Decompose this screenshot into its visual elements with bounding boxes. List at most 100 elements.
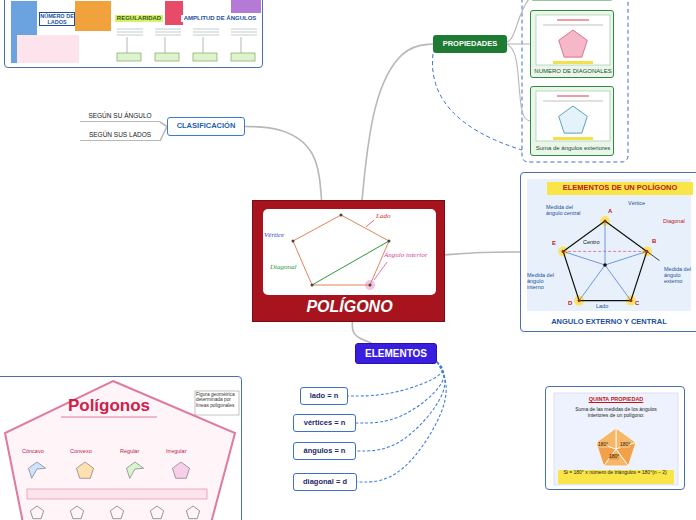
stem-line xyxy=(165,37,166,53)
node-label: CLASIFICACIÓN xyxy=(177,122,236,130)
tag-box xyxy=(193,53,217,61)
figure-label: Convexo xyxy=(70,448,92,454)
figure-label: Figura geométrica determinada por líneas… xyxy=(196,392,236,408)
image-panel xyxy=(536,15,610,65)
node-text: AMPLITUD DE ÁNGULOS xyxy=(181,15,259,22)
node-text: REGULARIDAD xyxy=(115,15,163,22)
node-text: Suma de ángulos exteriores xyxy=(531,145,615,152)
diagonal-line xyxy=(563,251,647,252)
figure-label: Centro xyxy=(583,239,600,245)
shape-sample xyxy=(150,506,163,519)
leaf-box: lado = n xyxy=(300,387,348,405)
illustration xyxy=(546,387,686,491)
subtopic-text: SEGÚN SUS LADOS xyxy=(80,129,160,141)
connector xyxy=(357,362,446,482)
leader-line xyxy=(374,262,387,280)
figure-label: Diagonal xyxy=(270,264,296,272)
stem-line xyxy=(203,37,204,53)
figure-label: A xyxy=(608,208,612,215)
extension-line xyxy=(647,251,660,260)
text-stroke xyxy=(155,35,181,36)
figure-label: Irregular xyxy=(166,448,186,454)
figure-label: Ángulo interior xyxy=(384,252,427,260)
node-label: PROPIEDADES xyxy=(443,40,498,48)
figure-label: Si = 180° x número de triángulos = 180°(… xyxy=(558,470,672,476)
shape-sample xyxy=(76,462,93,478)
text-stroke xyxy=(231,29,257,30)
vertex-dot xyxy=(562,250,565,253)
connector xyxy=(352,322,371,343)
note-box xyxy=(195,391,239,415)
vertex-dot xyxy=(369,284,372,287)
connector xyxy=(245,127,321,201)
angle-mark xyxy=(558,246,568,256)
connector xyxy=(348,362,442,396)
figure-label: 180° xyxy=(598,442,608,448)
shape-sample xyxy=(70,506,83,519)
text-stroke xyxy=(557,20,589,21)
figure-label: Cóncavo xyxy=(22,448,44,454)
image-card: NÚMERO DE LADOS REGULARIDAD AMPLITUD DE ÁN… xyxy=(4,0,263,68)
text-stroke xyxy=(543,25,603,26)
central-topic: POLÍGONO xyxy=(252,200,445,322)
text-stroke xyxy=(193,35,219,36)
figure-label: Vértice xyxy=(628,200,645,206)
node-label: SEGÚN SUS LADOS xyxy=(89,131,151,138)
connector xyxy=(507,44,530,121)
connector xyxy=(160,127,167,142)
polygon-figure xyxy=(563,221,647,301)
photo-blob xyxy=(17,35,79,63)
node-text: ELEMENTOS DE UN POLÍGONO xyxy=(547,184,693,192)
leader-line xyxy=(366,220,374,227)
radius-line xyxy=(605,265,631,301)
vertex-dot xyxy=(388,240,391,243)
text-stroke xyxy=(193,29,219,30)
figure-label: C xyxy=(635,300,639,307)
figure-label: Lado xyxy=(376,213,390,221)
vertex-dot xyxy=(603,219,606,222)
polygon-figure xyxy=(559,106,588,133)
text-stroke xyxy=(155,29,181,30)
image-panel xyxy=(263,209,436,295)
stem-line xyxy=(127,37,128,53)
title-bar xyxy=(547,182,693,195)
vertex-dot xyxy=(292,240,295,243)
radius-line xyxy=(579,265,605,301)
title-underline xyxy=(61,417,157,418)
text-stroke xyxy=(231,32,257,33)
connector xyxy=(507,43,530,44)
image-panel xyxy=(554,393,678,485)
figure-label: Medida del ángulo interno xyxy=(527,272,561,290)
node-text: NUMERO DE DIAGONALES xyxy=(531,68,615,75)
connector xyxy=(362,44,433,200)
connector xyxy=(445,252,520,255)
dashed-region xyxy=(433,54,522,150)
poster-outline xyxy=(5,381,235,520)
radius-line xyxy=(605,251,647,265)
topic-box: CLASIFICACIÓN xyxy=(167,117,245,136)
shape-sample xyxy=(172,462,189,478)
node-label: ELEMENTOS xyxy=(365,348,427,359)
image-panel xyxy=(536,91,610,141)
radius-line xyxy=(563,251,605,265)
figure-label: D xyxy=(568,300,572,307)
image-card: NUMERO DE DIAGONALES xyxy=(530,10,614,78)
text-stroke xyxy=(117,32,143,33)
vertex-dot xyxy=(629,299,632,302)
image-panel xyxy=(527,179,691,311)
vertex-dot xyxy=(578,299,581,302)
node-text: NÚMERO DE LADOS xyxy=(39,12,75,26)
tag-box xyxy=(117,53,141,61)
figure-label: Vértice xyxy=(264,232,284,240)
triangle-part xyxy=(596,428,616,449)
image-card: Suma de ángulos exteriores xyxy=(530,86,614,156)
diagonal-line xyxy=(312,241,389,285)
node-label: vértices = n xyxy=(304,419,345,427)
shape-sample xyxy=(30,506,43,519)
figure-label: Diagonal xyxy=(663,218,685,224)
illustration xyxy=(5,0,264,69)
tag-box xyxy=(155,53,179,61)
node-text: POLÍGONO xyxy=(253,298,446,316)
formula-bar xyxy=(553,61,593,64)
stem-line xyxy=(241,37,242,53)
